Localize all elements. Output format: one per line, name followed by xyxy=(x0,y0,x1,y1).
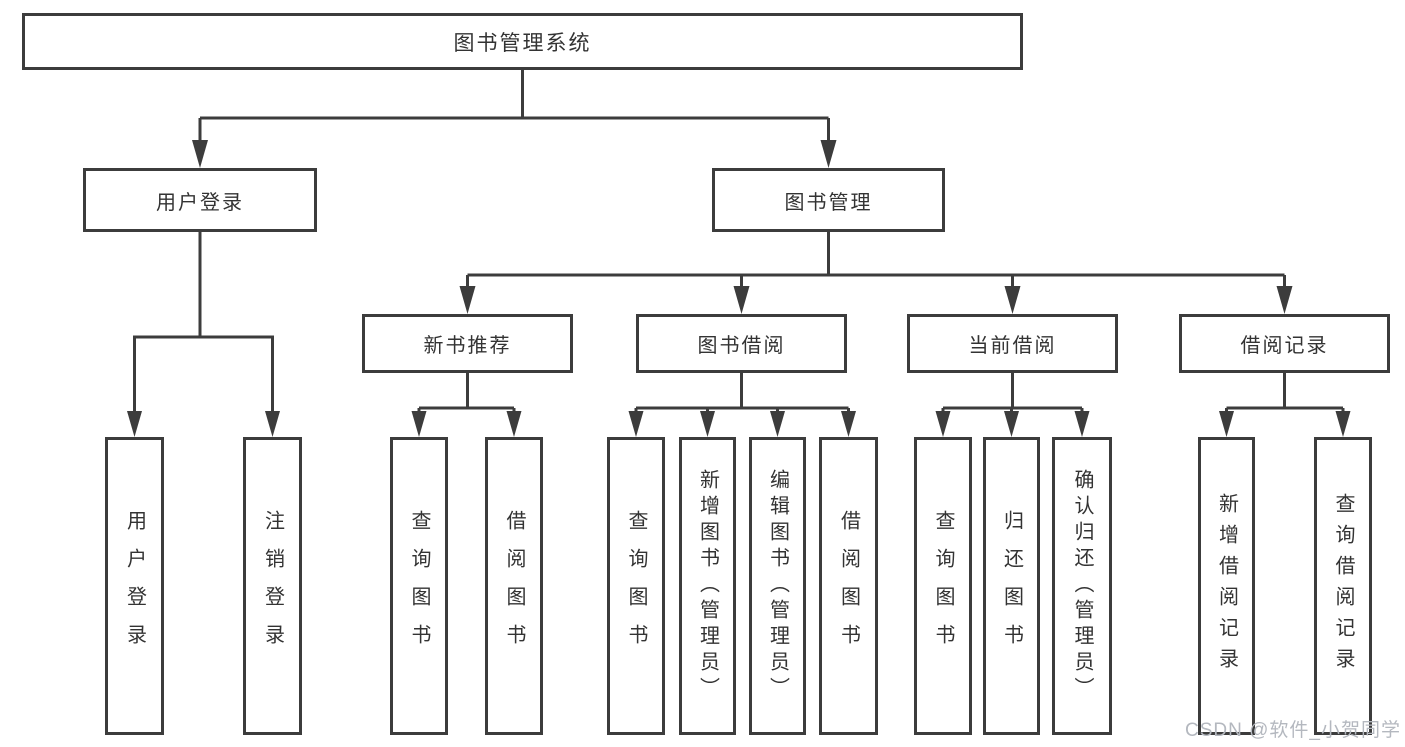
leaf-return-books: 归还图书 xyxy=(983,437,1040,735)
node-book-management: 图书管理 xyxy=(712,168,945,232)
arrow-down-icon xyxy=(411,411,427,437)
node-new-book-recommend: 新书推荐 xyxy=(362,314,573,373)
leaf-user-login-label: 用户登录 xyxy=(123,510,146,662)
node-book-borrowing-label: 图书借阅 xyxy=(697,335,786,357)
leaf-query-books-newbook-label: 查询图书 xyxy=(408,510,430,662)
arrow-down-icon xyxy=(628,411,644,437)
leaf-borrow-books-borrowing: 借阅图书 xyxy=(819,437,878,735)
watermark: CSDN @软件_小贺同学 xyxy=(1185,720,1401,741)
arrow-down-icon xyxy=(459,286,476,314)
arrow-down-icon xyxy=(1335,411,1351,437)
leaf-edit-book-admin: 编辑图书（管理员） xyxy=(749,437,806,735)
node-book-borrowing: 图书借阅 xyxy=(636,314,847,373)
arrow-down-icon xyxy=(700,411,715,437)
leaf-logout: 注销登录 xyxy=(243,437,302,735)
leaf-add-borrow-record-label: 新增借阅记录 xyxy=(1215,493,1238,679)
arrow-down-icon xyxy=(506,411,522,437)
arrow-down-icon xyxy=(1004,286,1021,314)
leaf-query-books-current: 查询图书 xyxy=(914,437,972,735)
leaf-add-book-admin-label: 新增图书（管理员） xyxy=(696,469,719,703)
leaf-add-book-admin: 新增图书（管理员） xyxy=(679,437,736,735)
node-user-login-label: 用户登录 xyxy=(156,191,244,214)
node-new-book-recommend-label: 新书推荐 xyxy=(423,335,512,357)
arrow-down-icon xyxy=(1004,411,1019,437)
node-current-borrowing-label: 当前借阅 xyxy=(968,335,1057,357)
node-root-label: 图书管理系统 xyxy=(453,31,592,55)
arrow-down-icon xyxy=(820,140,837,168)
node-book-management-label: 图书管理 xyxy=(784,191,873,214)
leaf-add-borrow-record: 新增借阅记录 xyxy=(1198,437,1255,735)
arrow-down-icon xyxy=(935,411,951,437)
leaf-confirm-return-admin-label: 确认归还（管理员） xyxy=(1071,469,1093,703)
node-root: 图书管理系统 xyxy=(22,13,1023,70)
arrow-down-icon xyxy=(265,411,280,437)
leaf-confirm-return-admin: 确认归还（管理员） xyxy=(1052,437,1112,735)
leaf-user-login: 用户登录 xyxy=(105,437,164,735)
leaf-borrow-books-newbook: 借阅图书 xyxy=(485,437,543,735)
leaf-logout-label: 注销登录 xyxy=(261,510,284,662)
node-user-login: 用户登录 xyxy=(83,168,317,232)
arrow-down-icon xyxy=(1219,411,1234,437)
node-borrowing-records-label: 借阅记录 xyxy=(1240,335,1329,357)
arrow-down-icon xyxy=(770,411,785,437)
leaf-borrow-books-borrowing-label: 借阅图书 xyxy=(837,510,860,662)
leaf-query-books-borrowing-label: 查询图书 xyxy=(625,510,647,662)
leaf-query-borrow-record: 查询借阅记录 xyxy=(1314,437,1372,735)
arrow-down-icon xyxy=(1074,411,1090,437)
leaf-query-books-newbook: 查询图书 xyxy=(390,437,448,735)
leaf-query-books-borrowing: 查询图书 xyxy=(607,437,665,735)
node-current-borrowing: 当前借阅 xyxy=(907,314,1118,373)
arrow-down-icon xyxy=(127,411,142,437)
leaf-query-borrow-record-label: 查询借阅记录 xyxy=(1332,493,1354,679)
arrow-down-icon xyxy=(733,286,750,314)
leaf-borrow-books-newbook-label: 借阅图书 xyxy=(503,510,525,662)
leaf-return-books-label: 归还图书 xyxy=(1000,510,1023,662)
arrow-down-icon xyxy=(192,140,208,168)
leaf-query-books-current-label: 查询图书 xyxy=(932,510,954,662)
arrow-down-icon xyxy=(1276,286,1293,314)
leaf-edit-book-admin-label: 编辑图书（管理员） xyxy=(766,469,789,703)
node-borrowing-records: 借阅记录 xyxy=(1179,314,1390,373)
arrow-down-icon xyxy=(841,411,856,437)
